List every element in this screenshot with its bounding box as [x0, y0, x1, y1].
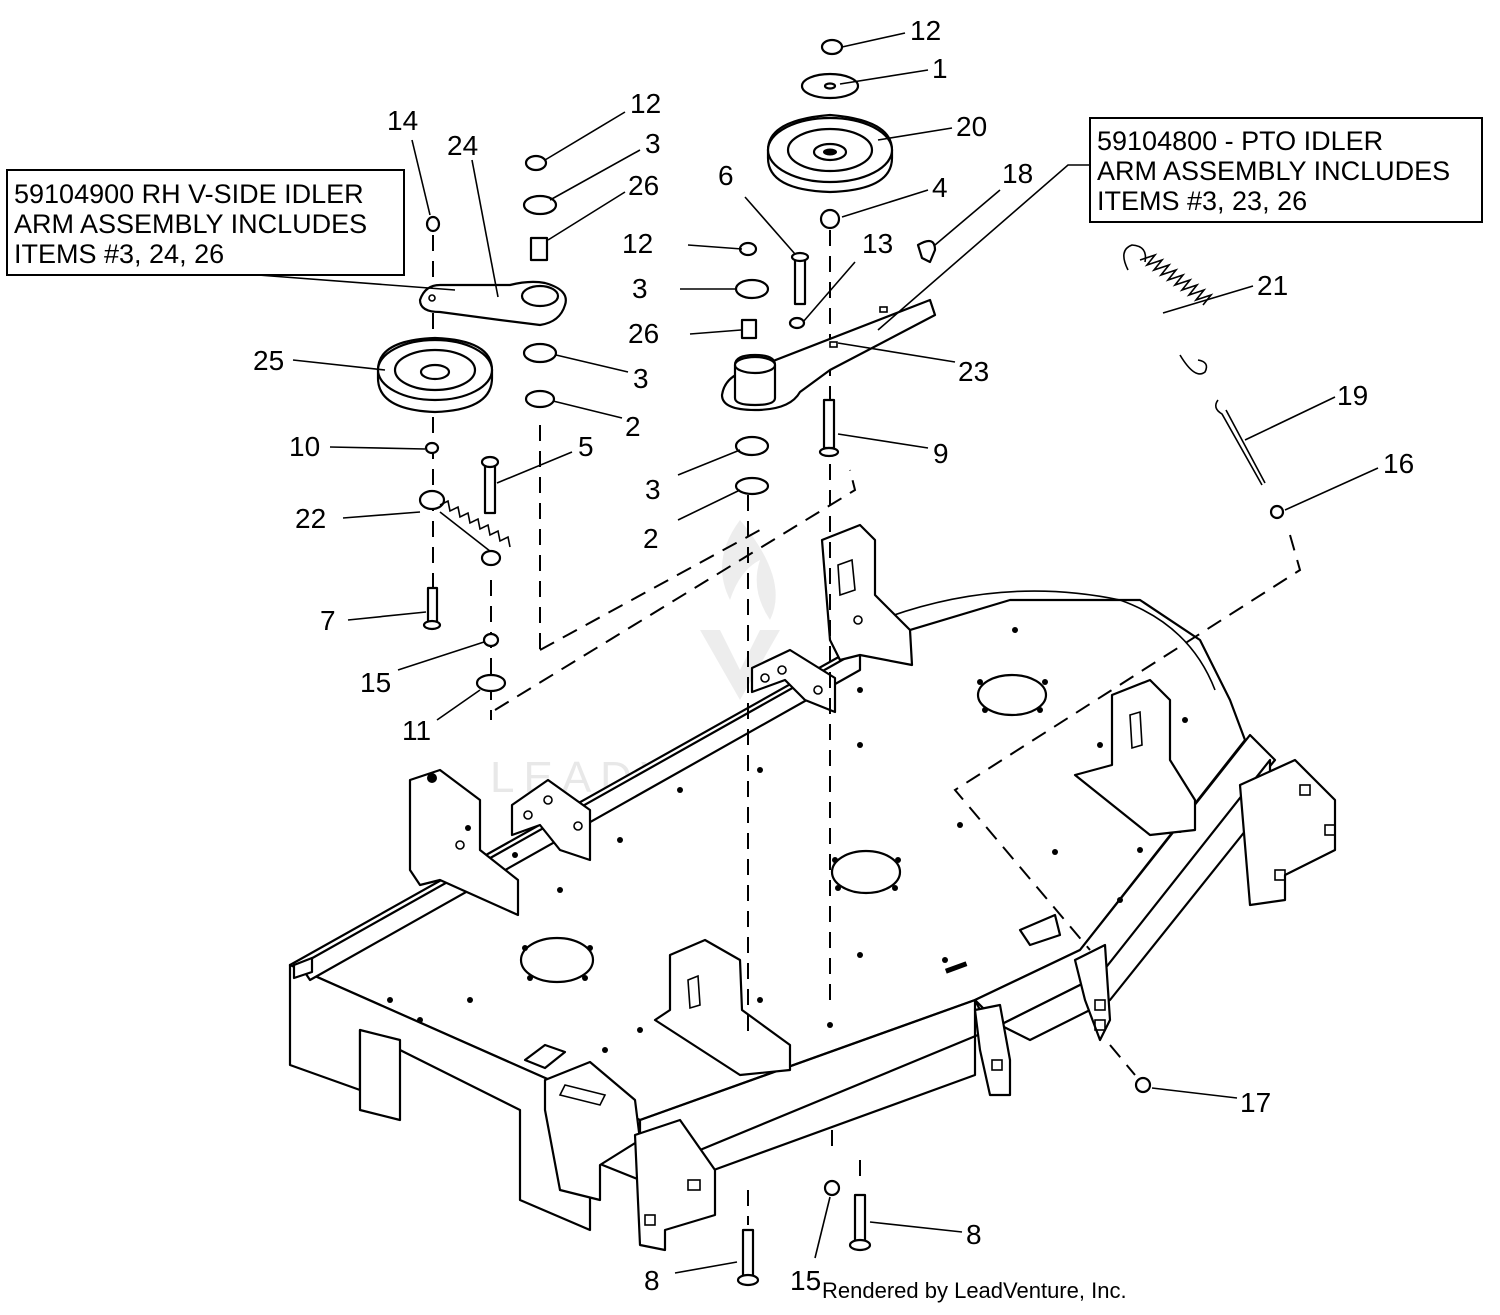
label-24: 24 — [447, 130, 478, 161]
label-11: 11 — [402, 715, 431, 746]
washer-2-pto — [734, 476, 770, 496]
label-19: 19 — [1337, 380, 1368, 411]
spring-21 — [1123, 244, 1214, 375]
label-12-top: 12 — [910, 15, 941, 46]
bolt-5 — [480, 455, 500, 515]
label-6: 6 — [718, 160, 734, 191]
label-4: 4 — [932, 172, 948, 203]
label-26-pto: 26 — [628, 318, 659, 349]
assembly-lines — [432, 230, 1302, 1225]
deck-bracket-rear-right — [1238, 758, 1337, 907]
label-12-pto: 12 — [622, 228, 653, 259]
deck-bracket-front-left — [543, 1060, 642, 1202]
label-5: 5 — [578, 431, 594, 462]
rod-19 — [1214, 399, 1266, 486]
callout-rh-line2: ARM ASSEMBLY INCLUDES — [14, 209, 367, 239]
nut-10 — [424, 441, 440, 455]
label-7: 7 — [320, 605, 336, 636]
bearing-3-pto-b — [734, 435, 770, 457]
label-15-left: 15 — [360, 667, 391, 698]
label-3-rh-a: 3 — [645, 128, 661, 159]
rh-idler-arm-24 — [418, 280, 567, 327]
label-3-pto-a: 3 — [632, 273, 648, 304]
nut-12-pto — [738, 241, 758, 257]
nut-16 — [1269, 504, 1285, 520]
label-14: 14 — [387, 105, 418, 136]
label-13: 13 — [862, 228, 893, 259]
callout-rh-line3: ITEMS #3, 24, 26 — [14, 239, 224, 269]
label-21: 21 — [1257, 270, 1288, 301]
callout-rh-idler: 59104900 RH V-SIDE IDLER ARM ASSEMBLY IN… — [6, 169, 456, 291]
bolt-8-left — [736, 1228, 760, 1287]
deck-bracket-center — [820, 523, 914, 667]
label-1: 1 — [932, 53, 948, 84]
part-labels: 12 1 20 12 3 26 14 24 6 4 18 12 13 3 21 … — [253, 15, 1414, 1296]
label-2-rh: 2 — [625, 411, 641, 442]
label-9: 9 — [933, 438, 949, 469]
nut-15-bottom — [823, 1179, 841, 1197]
washer-2-rh — [524, 389, 556, 409]
nut-12-rh — [524, 154, 548, 172]
washer-11 — [475, 673, 507, 693]
clip-18 — [916, 239, 937, 264]
label-15-bottom: 15 — [790, 1265, 821, 1296]
spacer-4 — [819, 208, 841, 230]
callout-pto-line1: 59104800 - PTO IDLER — [1097, 126, 1383, 156]
label-17: 17 — [1240, 1087, 1271, 1118]
callout-rh-line1: 59104900 RH V-SIDE IDLER — [14, 179, 364, 209]
callout-pto-line2: ARM ASSEMBLY INCLUDES — [1097, 156, 1450, 186]
bolt-6 — [790, 251, 810, 306]
label-16: 16 — [1383, 448, 1414, 479]
nut-15-left — [482, 632, 500, 648]
bearing-3-rh-b — [522, 342, 558, 364]
pulley-25 — [376, 336, 494, 414]
bolt-9 — [818, 398, 840, 458]
pulley-20 — [766, 113, 894, 194]
deck-bracket-mid — [750, 648, 837, 714]
deck-bracket-front-right — [633, 1118, 717, 1252]
bolt-14 — [425, 215, 441, 233]
callout-pto-idler: 59104800 - PTO IDLER ARM ASSEMBLY INCLUD… — [877, 117, 1483, 331]
deck-tab — [523, 913, 1062, 1070]
spacer-26-pto — [740, 318, 758, 340]
label-3-pto-b: 3 — [645, 474, 661, 505]
deck-bracket-side-mid — [973, 1003, 1012, 1097]
label-2-pto: 2 — [643, 523, 659, 554]
spring-22 — [418, 489, 511, 567]
label-18: 18 — [1002, 158, 1033, 189]
label-26-rh: 26 — [628, 170, 659, 201]
deck-bracket-right — [1073, 678, 1197, 837]
bolt-8-right — [848, 1193, 872, 1252]
nut-13 — [788, 316, 806, 330]
pto-idler-arm-23 — [720, 298, 937, 412]
footer-credit: Rendered by LeadVenture, Inc. — [822, 1278, 1127, 1303]
spacer-26-rh — [529, 236, 549, 262]
label-3-rh-b: 3 — [633, 363, 649, 394]
label-8-right: 8 — [966, 1219, 982, 1250]
deck-bracket-mid-left — [510, 778, 592, 862]
deck-bracket-front-center — [653, 938, 792, 1077]
label-25: 25 — [253, 345, 284, 376]
nut-12-top — [820, 38, 844, 56]
callout-pto-line3: ITEMS #3, 23, 26 — [1097, 186, 1307, 216]
label-10: 10 — [289, 431, 320, 462]
bearing-3-rh-a — [522, 194, 558, 216]
label-12-rh: 12 — [630, 88, 661, 119]
deck-bracket-left-front — [408, 768, 520, 917]
mower-deck — [288, 523, 1337, 1252]
label-22: 22 — [295, 503, 326, 534]
label-8-left: 8 — [644, 1265, 660, 1296]
nut-17 — [1134, 1076, 1152, 1094]
label-20: 20 — [956, 111, 987, 142]
washer-1 — [800, 72, 860, 100]
label-23: 23 — [958, 356, 989, 387]
bolt-7 — [422, 586, 442, 631]
bearing-3-pto-a — [734, 278, 770, 300]
deck-bracket-side-right — [1073, 943, 1112, 1042]
